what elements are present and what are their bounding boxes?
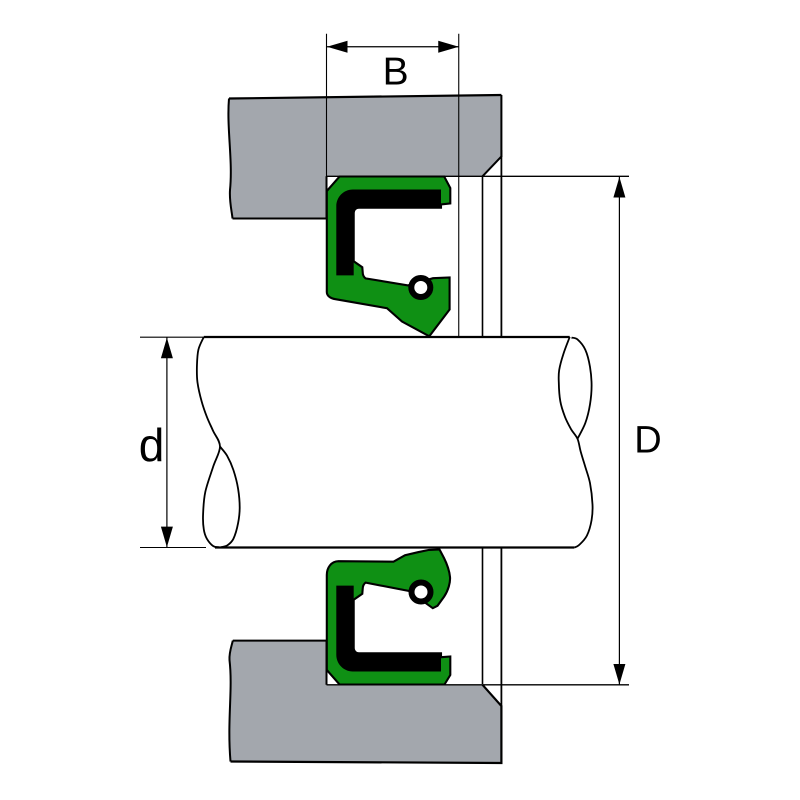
svg-text:D: D: [634, 420, 661, 462]
svg-text:d: d: [139, 419, 165, 471]
svg-text:B: B: [383, 50, 409, 93]
